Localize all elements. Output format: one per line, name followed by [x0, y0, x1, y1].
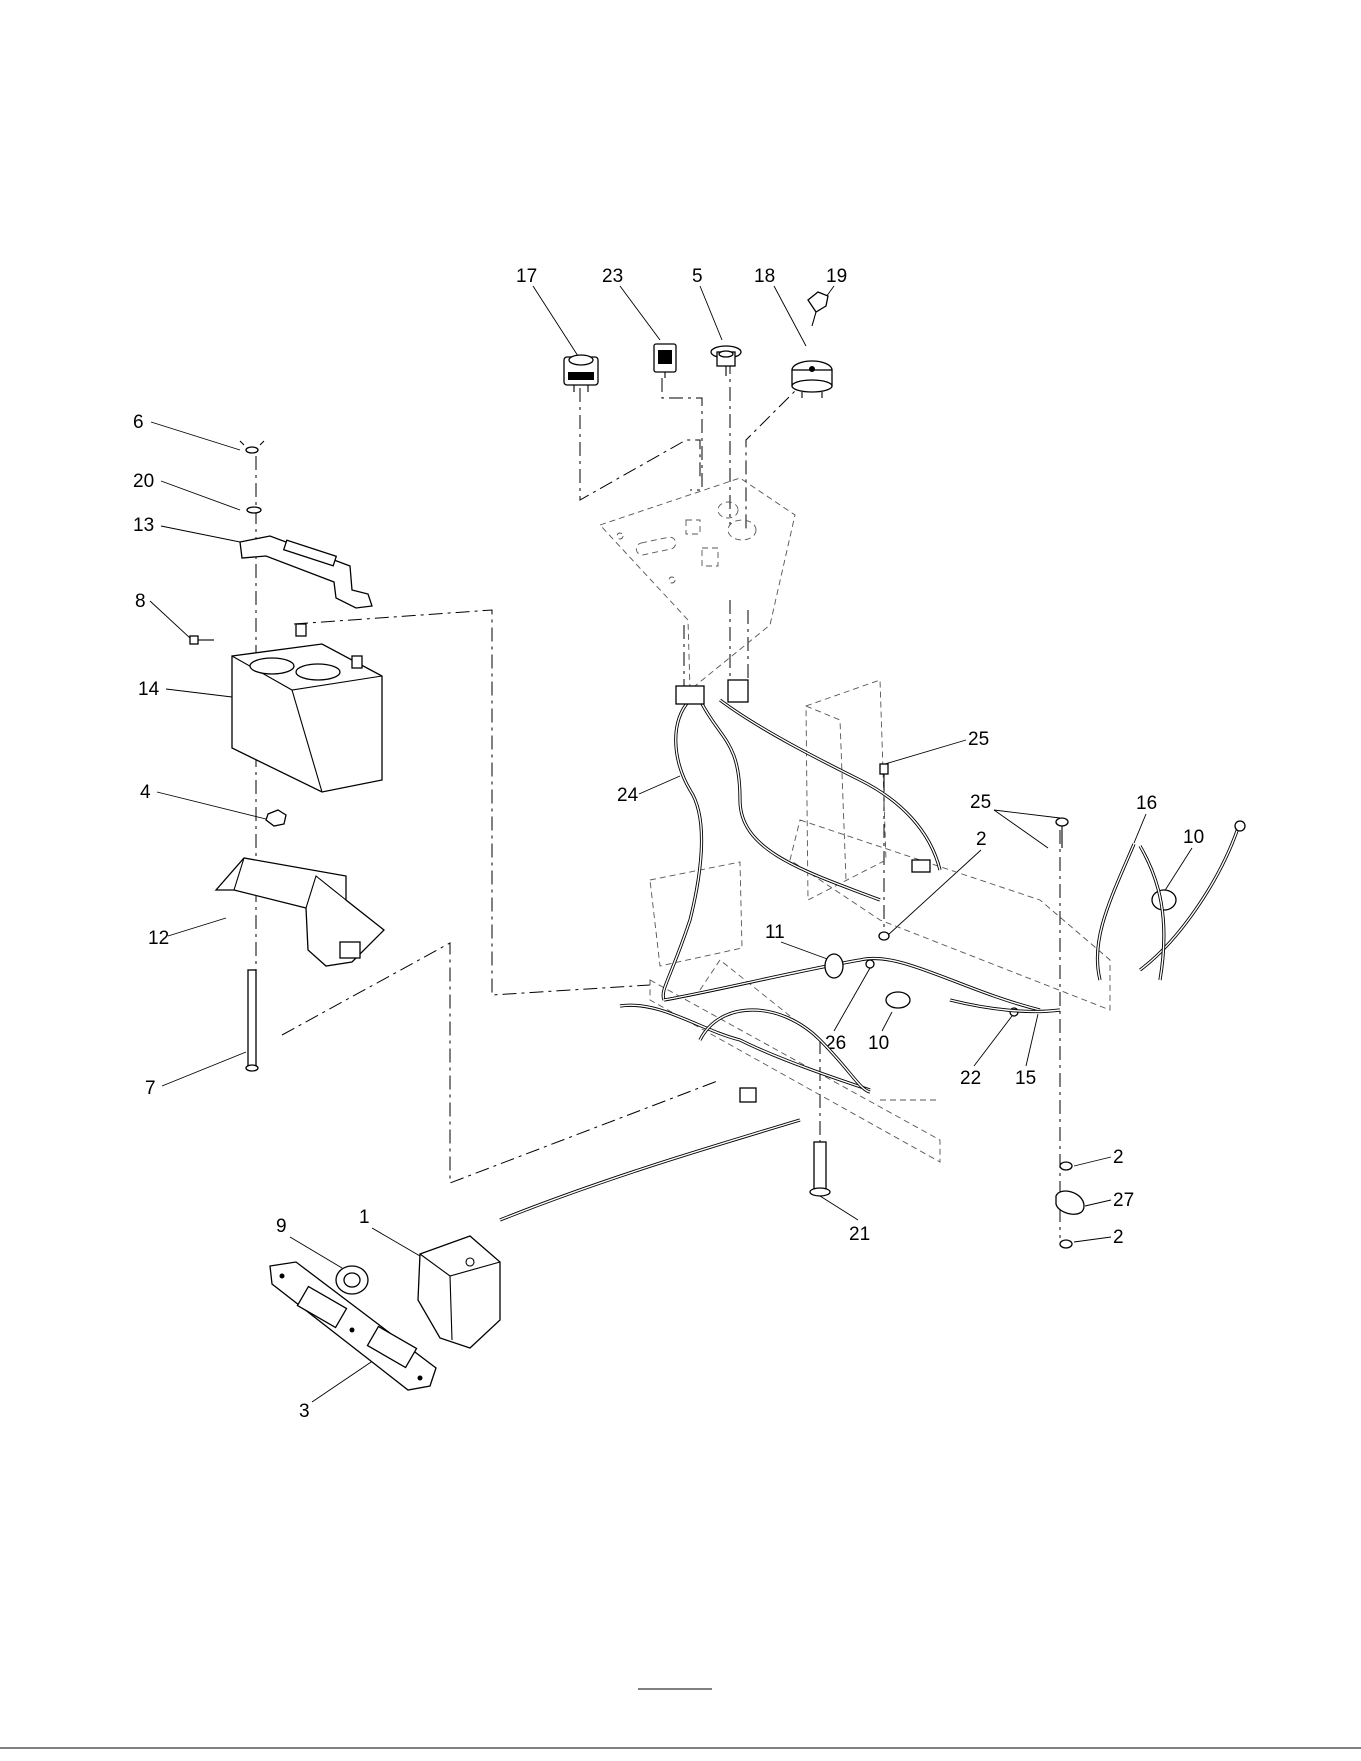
light-bracket-part-1: [418, 1236, 500, 1348]
callout-6: 6: [133, 412, 144, 433]
callout-19: 19: [826, 266, 847, 287]
callout-24: 24: [617, 785, 639, 806]
wiring-harness-part-24: [500, 680, 1040, 1220]
washer-part-20: [247, 507, 261, 513]
page-footer: [0, 1689, 1361, 1748]
rocker-switch-part-23: [654, 344, 676, 378]
ignition-switch-part-18: [792, 361, 832, 398]
rod-part-7: [246, 970, 258, 1071]
cable-tie-part-26: [866, 960, 874, 968]
connector-part-9: [336, 1266, 368, 1294]
callout-5: 5: [692, 266, 703, 287]
wing-nut-part-6: [240, 441, 264, 453]
callout-25-upper: 25: [968, 729, 989, 750]
callout-25-lower: 25: [970, 792, 991, 813]
battery-hold-down-part-13: [240, 536, 372, 608]
callout-20: 20: [133, 471, 154, 492]
indicator-light-part-5: [711, 346, 741, 376]
callout-21: 21: [849, 1224, 870, 1245]
callout-labels: 17 23 5 18 19 6 20 13 8 14 4 12 7 25 25 …: [133, 266, 1204, 1422]
callout-1: 1: [359, 1207, 370, 1228]
bolt-part-21: [810, 1142, 830, 1196]
callout-11: 11: [765, 922, 785, 943]
battery-part-14: [232, 624, 382, 792]
callout-15: 15: [1015, 1068, 1036, 1089]
nut-part-2-middle: [1060, 1162, 1072, 1170]
callout-16: 16: [1136, 793, 1157, 814]
bolt-part-8: [190, 636, 214, 644]
diode-part-10-center: [886, 992, 910, 1008]
nut-part-2-top: [879, 932, 889, 940]
callout-14: 14: [138, 679, 160, 700]
fuse-holder-part-11: [825, 954, 843, 978]
callout-2-middle: 2: [1113, 1147, 1124, 1168]
assembly-lines: [256, 360, 1060, 1238]
nut-part-4: [266, 810, 286, 826]
callout-13: 13: [133, 515, 154, 536]
callout-2-top: 2: [976, 829, 987, 850]
control-panel-plate: [600, 478, 795, 690]
cable-part-15: [950, 1000, 1060, 1012]
callout-8: 8: [135, 591, 146, 612]
callout-10-center: 10: [868, 1033, 889, 1054]
callout-12: 12: [148, 928, 169, 949]
callout-17: 17: [516, 266, 537, 287]
bolt-part-25-upper: [880, 764, 888, 790]
callout-4: 4: [140, 782, 151, 803]
callout-18: 18: [754, 266, 775, 287]
callout-26: 26: [825, 1033, 846, 1054]
callout-7: 7: [145, 1078, 156, 1099]
callout-3: 3: [299, 1401, 310, 1422]
ignition-key-part-19: [808, 292, 828, 326]
bolt-part-25-lower: [1056, 818, 1068, 848]
callout-2-bottom: 2: [1113, 1227, 1124, 1248]
callout-9: 9: [276, 1216, 287, 1237]
mower-frame: [650, 680, 1110, 1162]
callout-10-right: 10: [1183, 827, 1204, 848]
callout-27: 27: [1113, 1190, 1134, 1211]
battery-tray-part-12: [216, 858, 384, 966]
leader-lines: [150, 286, 1192, 1402]
nut-part-2-bottom: [1060, 1240, 1072, 1248]
callout-23: 23: [602, 266, 623, 287]
seat-switch-part-17: [564, 355, 598, 392]
callout-22: 22: [960, 1068, 981, 1089]
